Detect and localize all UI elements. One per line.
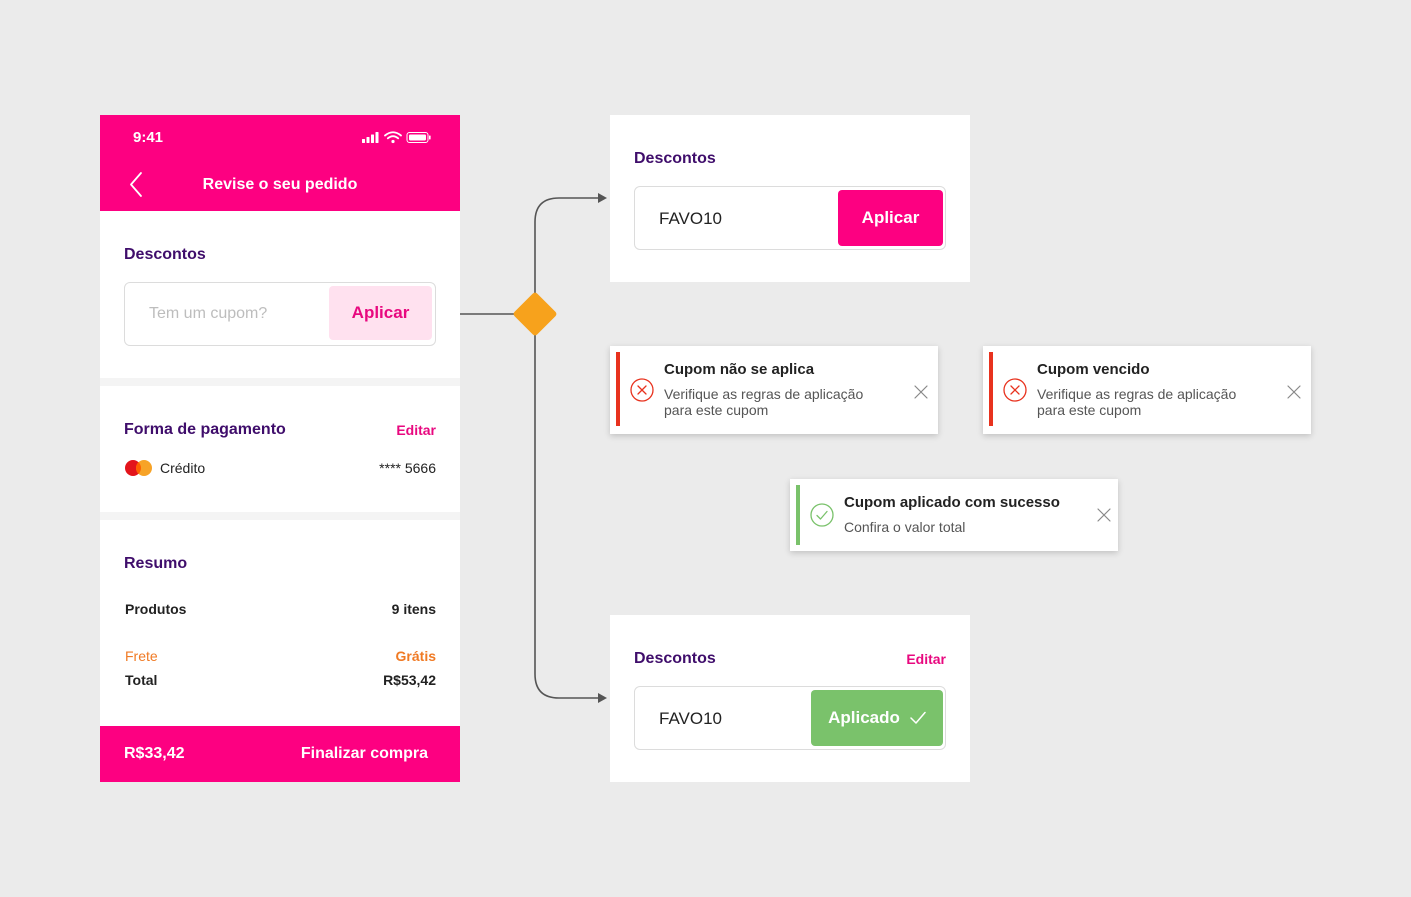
- summary-title: Resumo: [124, 555, 188, 572]
- edit-payment-link[interactable]: Editar: [396, 422, 436, 438]
- checkout-bar: R$33,42 Finalizar compra: [100, 726, 460, 782]
- close-icon[interactable]: [914, 385, 928, 399]
- card-number: **** 5666: [379, 460, 436, 476]
- phone-header: 9:41 Revise o seu pedido: [100, 115, 460, 211]
- shipping-label: Frete: [125, 648, 158, 664]
- total-value: R$53,42: [383, 672, 436, 688]
- discounts-title: Descontos: [634, 150, 716, 167]
- wifi-icon: [384, 131, 402, 140]
- discounts-title: Descontos: [634, 650, 716, 667]
- apply-coupon-button[interactable]: Aplicar: [329, 286, 432, 340]
- battery-icon: [406, 132, 431, 143]
- coupon-applied-panel: Descontos Editar FAVO10 Aplicado: [610, 615, 970, 782]
- discounts-title: Descontos: [124, 246, 206, 263]
- total-label: Total: [125, 672, 158, 688]
- toast-status-bar: [989, 352, 993, 426]
- close-icon[interactable]: [1097, 508, 1111, 522]
- toast-message-line: para este cupom: [1037, 402, 1142, 418]
- toast-status-bar: [616, 352, 620, 426]
- apply-coupon-button[interactable]: Aplicar: [838, 190, 943, 246]
- shipping-value: Grátis: [395, 648, 436, 664]
- toast-title: Cupom não se aplica: [664, 361, 815, 378]
- coupon-input[interactable]: Tem um cupom?: [149, 305, 268, 322]
- toast-coupon-not-applicable: Cupom não se aplica Verifique as regras …: [610, 346, 938, 434]
- mastercard-icon: [125, 460, 152, 476]
- payment-title: Forma de pagamento: [124, 421, 286, 438]
- toast-title: Cupom vencido: [1037, 361, 1150, 378]
- toast-title: Cupom aplicado com sucesso: [844, 494, 1060, 511]
- coupon-input: FAVO10: [659, 709, 722, 728]
- close-icon[interactable]: [1287, 385, 1301, 399]
- coupon-input-group: FAVO10 Aplicado: [634, 686, 946, 750]
- error-circle-icon: [1003, 378, 1027, 402]
- toast-status-bar: [796, 485, 800, 545]
- coupon-entered-panel: Descontos FAVO10 Aplicar: [610, 115, 970, 282]
- coupon-input-group: FAVO10 Aplicar: [634, 186, 946, 250]
- toast-coupon-applied: Cupom aplicado com sucesso Confira o val…: [790, 479, 1118, 551]
- toast-message-line: Verifique as regras de aplicação: [1037, 386, 1237, 402]
- edit-coupon-link[interactable]: Editar: [906, 651, 946, 667]
- error-circle-icon: [630, 378, 654, 402]
- payment-method: Crédito: [160, 460, 206, 476]
- toast-coupon-expired: Cupom vencido Verifique as regras de apl…: [983, 346, 1311, 434]
- status-time: 9:41: [133, 129, 164, 146]
- signal-icon: [362, 132, 379, 143]
- coupon-applied-badge: Aplicado: [811, 690, 943, 746]
- section-divider: [100, 378, 460, 386]
- back-arrow-icon[interactable]: [128, 171, 144, 199]
- coupon-applied-label: Aplicado: [828, 708, 900, 727]
- coupon-input[interactable]: FAVO10: [659, 209, 722, 228]
- coupon-input-group: Tem um cupom? Aplicar: [124, 282, 436, 346]
- toast-message: Confira o valor total: [844, 519, 966, 535]
- checkout-button[interactable]: Finalizar compra: [300, 745, 428, 762]
- section-divider: [100, 512, 460, 520]
- check-circle-icon: [810, 503, 834, 527]
- check-icon: [910, 711, 926, 724]
- page-title: Revise o seu pedido: [202, 176, 358, 193]
- status-icons: [362, 131, 431, 144]
- products-value: 9 itens: [391, 601, 436, 617]
- toast-message-line: Verifique as regras de aplicação: [664, 386, 864, 402]
- phone-screen: 9:41 Revise o seu pedido Desco: [100, 115, 460, 782]
- toast-message-line: para este cupom: [664, 402, 769, 418]
- checkout-total: R$33,42: [124, 745, 185, 762]
- products-label: Produtos: [125, 601, 187, 617]
